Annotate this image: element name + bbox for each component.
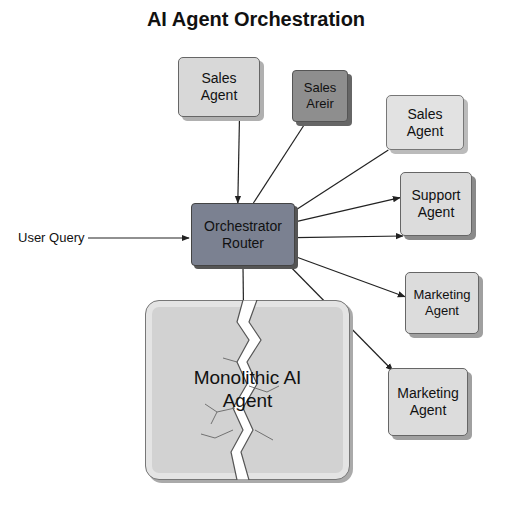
agent-box: Sales Areir bbox=[292, 70, 348, 122]
connector bbox=[238, 117, 240, 203]
connector bbox=[295, 257, 405, 297]
input-arrow bbox=[88, 237, 189, 238]
agent-box: Sales Agent bbox=[386, 95, 464, 150]
connector bbox=[295, 150, 388, 211]
diagram-title: AI Agent Orchestration bbox=[0, 8, 512, 31]
connector bbox=[253, 122, 306, 203]
agent-box: Sales Agent bbox=[178, 57, 260, 117]
node-text: Orchestrator Router bbox=[196, 218, 291, 252]
node-text: Monolithic AI Agent bbox=[192, 367, 304, 413]
connector bbox=[295, 236, 403, 238]
node-text: Support Agent bbox=[406, 187, 466, 221]
node-text: Marketing Agent bbox=[392, 385, 464, 419]
connector bbox=[242, 266, 244, 300]
node-text: Marketing Agent bbox=[407, 287, 477, 318]
node-text: Sales Areir bbox=[297, 80, 343, 111]
input-label: User Query bbox=[18, 230, 84, 245]
connector bbox=[295, 198, 400, 222]
agent-box: Marketing Agent bbox=[405, 272, 479, 334]
agent-box: Marketing Agent bbox=[388, 368, 468, 436]
router-box: Orchestrator Router bbox=[191, 203, 295, 266]
agent-box: Support Agent bbox=[400, 172, 472, 236]
node-text: Sales Agent bbox=[397, 106, 453, 140]
node-text: Sales Agent bbox=[191, 70, 247, 104]
